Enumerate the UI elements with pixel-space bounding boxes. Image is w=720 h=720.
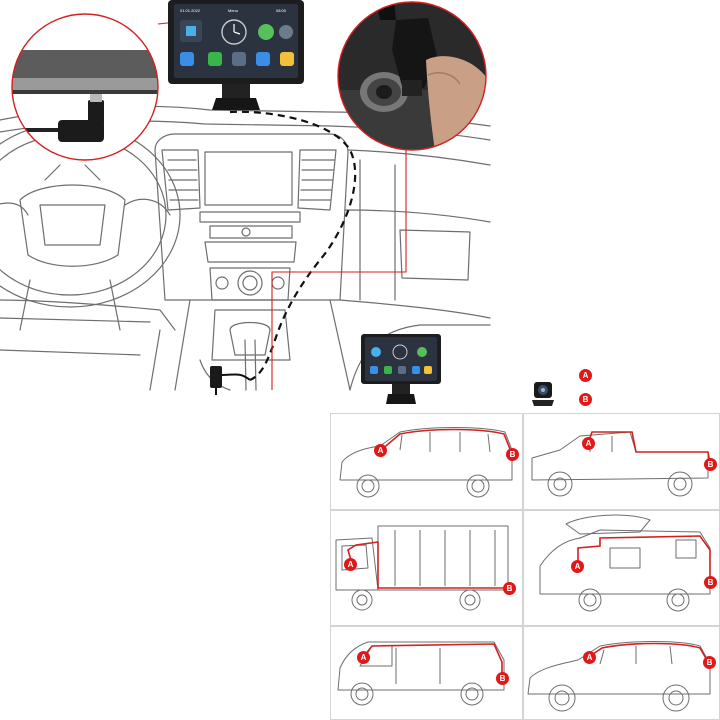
device-top-time: 08:00 — [276, 8, 287, 13]
legend-marker-a: A — [579, 369, 592, 382]
rear-camera-icon — [532, 382, 554, 406]
car-play-device-top: 01.01.2022 Menu 08:00 — [168, 0, 304, 110]
legend-marker-b: B — [579, 393, 592, 406]
minivan-marker-b: B — [506, 448, 519, 461]
pickup-marker-a: A — [582, 437, 595, 450]
panel-van-marker-b: B — [496, 672, 509, 685]
motorhome-marker-b: B — [704, 576, 717, 589]
box-truck-marker-a: A — [344, 558, 357, 571]
vehicle-cell-suv — [523, 626, 720, 720]
usb-plug-icon — [210, 366, 251, 395]
motorhome-marker-a: A — [571, 560, 584, 573]
suv-marker-a: A — [583, 651, 596, 664]
cable-route — [229, 110, 357, 382]
usb-c-cable-inset — [11, 13, 159, 161]
minivan-marker-a: A — [374, 444, 387, 457]
car-play-device-small — [361, 334, 441, 404]
pickup-marker-b: B — [704, 458, 717, 471]
device-top-date: 01.01.2022 — [180, 8, 201, 13]
vehicle-cell-minivan — [330, 413, 523, 510]
panel-van-marker-a: A — [357, 651, 370, 664]
box-truck-marker-b: B — [503, 582, 516, 595]
suv-marker-b: B — [703, 656, 716, 669]
device-top-menu: Menu — [228, 8, 238, 13]
vehicle-cell-panel-van — [330, 626, 523, 720]
vehicle-cell-box-truck — [330, 510, 523, 626]
lighter-socket-inset — [337, 1, 487, 151]
vehicle-cell-pickup — [523, 413, 720, 510]
vehicle-cell-motorhome — [523, 510, 720, 626]
